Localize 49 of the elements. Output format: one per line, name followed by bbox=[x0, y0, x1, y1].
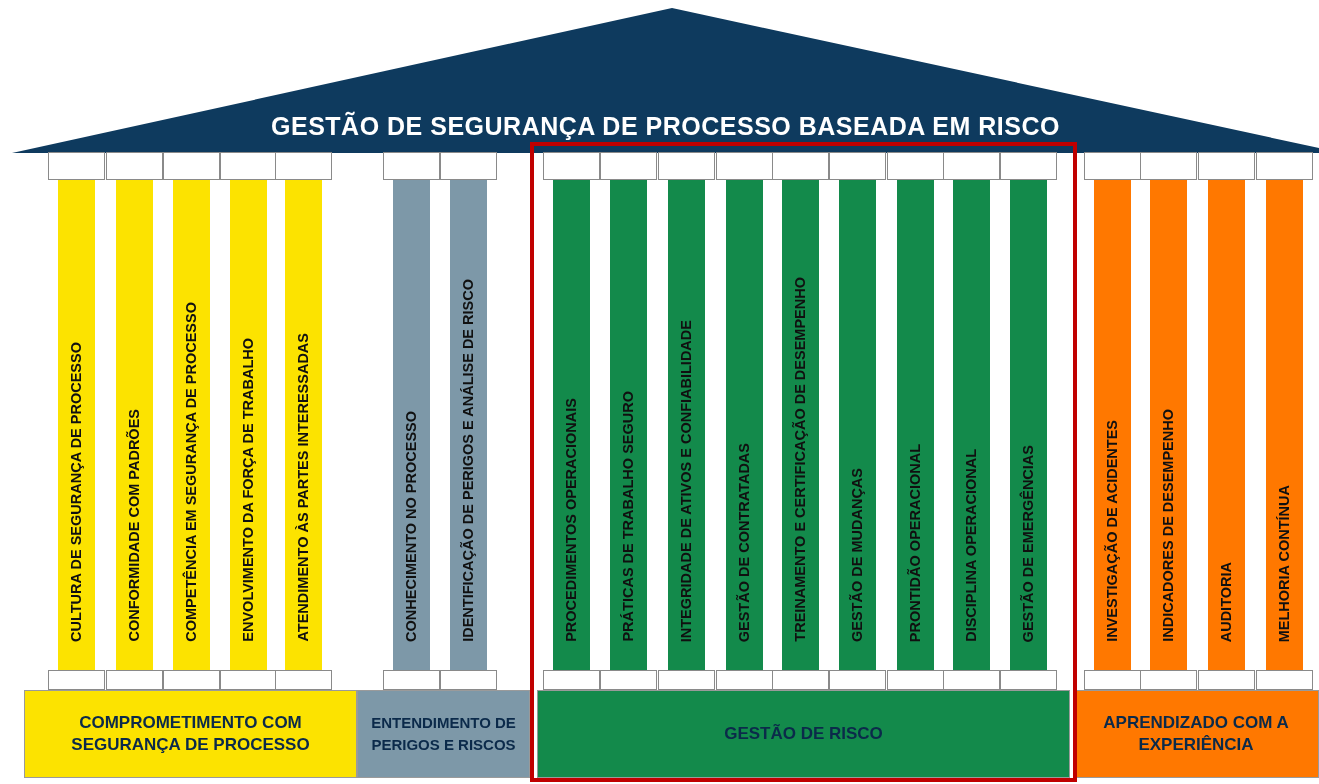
pillar bbox=[1207, 180, 1245, 670]
pillar bbox=[1093, 180, 1131, 670]
pillar-label: PRONTIDÃO OPERACIONAL bbox=[907, 443, 923, 642]
pillar bbox=[392, 180, 430, 670]
pillar-label: GESTÃO DE MUDANÇAS bbox=[849, 468, 865, 642]
pillar-label: INDICADORES DE DESEMPENHO bbox=[1160, 409, 1176, 642]
pillar-label: GESTÃO DE EMERGÊNCIAS bbox=[1020, 444, 1036, 642]
pillar bbox=[952, 180, 990, 670]
pillar bbox=[781, 180, 819, 670]
pillar bbox=[229, 180, 267, 670]
pillar-label: CONHECIMENTO NO PROCESSO bbox=[403, 411, 419, 642]
pillar bbox=[115, 180, 153, 670]
pillar bbox=[552, 180, 590, 670]
foundation-label: APRENDIZADO COM A EXPERIÊNCIA bbox=[1102, 712, 1290, 756]
pillar-label: COMPETÊNCIA EM SEGURANÇA DE PROCESSO bbox=[183, 302, 199, 642]
pillar bbox=[57, 180, 95, 670]
pillar bbox=[667, 180, 705, 670]
pillar-label: MELHORIA CONTÍNUA bbox=[1276, 484, 1292, 642]
pillar-label: AUDITORIA bbox=[1218, 561, 1234, 642]
pillar-label: CULTURA DE SEGURANÇA DE PROCESSO bbox=[68, 342, 84, 642]
pillar-label: TREINAMENTO E CERTIFICAÇÃO DE DESEMPENHO bbox=[792, 277, 808, 642]
pillar-label: CONFORMIDADE COM PADRÕES bbox=[126, 409, 142, 642]
pillar bbox=[1149, 180, 1187, 670]
pillar-label: INVESTIGAÇÃO DE ACIDENTES bbox=[1104, 420, 1120, 642]
pillar-label: IDENTIFICAÇÃO DE PERIGOS E ANÁLISE DE RISCO bbox=[460, 279, 476, 642]
foundation-label: COMPROMETIMENTO COM SEGURANÇA DE PROCESSO bbox=[70, 712, 311, 756]
pillar bbox=[1265, 180, 1303, 670]
pillar bbox=[838, 180, 876, 670]
pillar bbox=[449, 180, 487, 670]
pillar bbox=[172, 180, 210, 670]
pillar-label: ENVOLVIMENTO DA FORÇA DE TRABALHO bbox=[240, 338, 256, 642]
foundation-block bbox=[357, 690, 530, 778]
foundation-label: GESTÃO DE RISCO bbox=[724, 723, 883, 745]
foundation-block bbox=[537, 690, 1070, 778]
pillar bbox=[725, 180, 763, 670]
foundation-label: ENTENDIMENTO DE PERIGOS E RISCOS bbox=[370, 713, 517, 755]
foundation-block bbox=[24, 690, 357, 778]
pillar bbox=[609, 180, 647, 670]
pillar-label: PROCEDIMENTOS OPERACIONAIS bbox=[563, 398, 579, 642]
roof-title: GESTÃO DE SEGURANÇA DE PROCESSO BASEADA EM RISCO bbox=[270, 110, 1061, 142]
pillar bbox=[896, 180, 934, 670]
pillar-label: DISCIPLINA OPERACIONAL bbox=[963, 449, 979, 642]
roof bbox=[12, 8, 1319, 153]
pillar-label: INTEGRIDADE DE ATIVOS E CONFIABILIDADE bbox=[678, 319, 694, 642]
pillar-label: PRÁTICAS DE TRABALHO SEGURO bbox=[620, 391, 636, 642]
pillar-label: ATENDIMENTO ÀS PARTES INTERESSADAS bbox=[295, 333, 311, 642]
pillar bbox=[284, 180, 322, 670]
pillar-label: GESTÃO DE CONTRATADAS bbox=[736, 442, 752, 642]
pillar bbox=[1009, 180, 1047, 670]
